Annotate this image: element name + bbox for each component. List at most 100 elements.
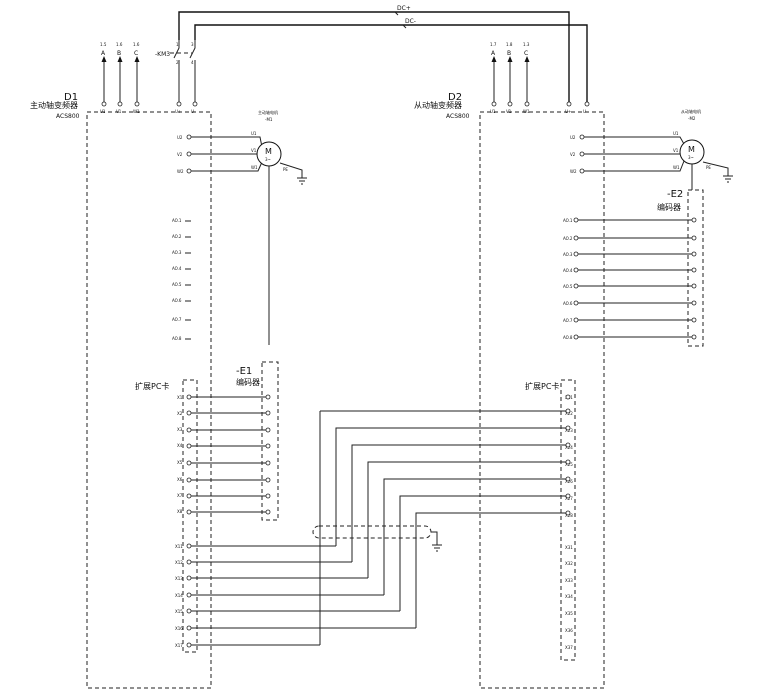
e2-name: 编码器 [657,202,681,212]
d1-dc-minus-term [192,101,198,107]
d2-model: ACS800 [446,113,470,120]
svg-text:AO.7: AO.7 [563,318,573,323]
svg-text:X24: X24 [565,445,573,450]
d2-card: 扩展PC卡 X21 X22 X23 X24 X25 X26 X27 X28 X3… [525,379,576,661]
d1-link-wires [186,410,568,648]
svg-text:U+: U+ [175,109,181,114]
km3-label: -KM3 [155,51,170,58]
d1-phase-a: 1.5 A U1 [100,42,107,114]
d1-card: 扩展PC卡 X1 X2 X3 X4 X5 X6 X7 X8 X11 X12 X1… [135,379,198,653]
svg-text:4: 4 [191,60,194,65]
svg-text:X37: X37 [565,645,573,650]
svg-text:AO.5: AO.5 [563,284,573,289]
svg-text:W1: W1 [523,109,530,114]
svg-text:1.8: 1.8 [506,42,513,47]
d1-io-terms: AO.1 AO.2 AO.3 AO.4 AO.5 AO.6 AO.7 AO.8 [172,218,191,341]
svg-text:X14: X14 [175,593,183,598]
svg-text:U+: U+ [565,109,571,114]
svg-text:V1: V1 [506,109,512,114]
svg-text:1.6: 1.6 [133,42,140,47]
e1-name: 编码器 [236,377,260,387]
svg-text:U1: U1 [673,131,679,136]
svg-text:AO.1: AO.1 [563,218,573,223]
svg-text:W1: W1 [673,165,680,170]
svg-text:1.3: 1.3 [523,42,530,47]
motor-m2: 从动轴电机 -M2 M 3~ U1 V1 W1 PE [673,108,733,190]
svg-text:X17: X17 [175,643,183,648]
svg-text:3~: 3~ [688,155,694,160]
svg-text:W1: W1 [251,165,258,170]
svg-text:AO.6: AO.6 [172,298,182,303]
d1-card-label: 扩展PC卡 [135,381,169,391]
svg-text:X7: X7 [177,493,183,498]
svg-text:1: 1 [176,42,179,47]
svg-text:X3: X3 [177,427,183,432]
svg-text:1.5: 1.5 [100,42,107,47]
svg-text:AO.3: AO.3 [172,250,182,255]
e1-tag: -E1 [236,366,252,377]
svg-text:U1: U1 [100,109,106,114]
svg-text:A: A [491,50,496,57]
inverter-d2: D2 从动轴变频器 ACS800 [414,92,605,689]
svg-text:AO.7: AO.7 [172,317,182,322]
d2-motor-outputs: U2 V2 W2 [570,134,685,174]
svg-text:从动轴电机: 从动轴电机 [681,108,701,114]
svg-text:X1: X1 [177,395,183,400]
svg-text:X15: X15 [175,609,183,614]
svg-text:C: C [524,50,528,57]
svg-text:B: B [117,50,121,57]
svg-text:AO.2: AO.2 [563,236,573,241]
svg-text:3~: 3~ [265,157,271,162]
svg-text:-M1: -M1 [265,117,273,122]
inverter-d1: D1 主动轴变频器 ACS800 [30,92,212,689]
ground-icon [723,175,733,183]
svg-text:主动轴电机: 主动轴电机 [258,109,278,115]
svg-text:3: 3 [191,42,194,47]
svg-text:AO.4: AO.4 [172,266,182,271]
svg-text:-M2: -M2 [688,116,696,121]
svg-text:V1: V1 [251,148,257,153]
svg-text:PE: PE [283,167,288,172]
d2-card-label: 扩展PC卡 [525,381,559,391]
d2-phase-a: 1.7 A U1 [490,42,497,114]
shield-ground-icon [432,544,442,552]
ground-icon [297,177,307,185]
svg-text:X13: X13 [175,576,183,581]
svg-text:AO.1: AO.1 [172,218,182,223]
d2-phase-c: 1.3 C W1 [523,42,530,114]
encoder-e1: -E1 编码器 [186,361,279,521]
svg-text:X8: X8 [177,509,183,514]
d1-phase-c: 1.6 C W1 [133,42,140,114]
contactor-km3: 1 3 2 4 -KM3 [155,40,196,102]
encoder-e2: -E2 编码器 [657,189,704,347]
svg-text:2: 2 [176,60,179,65]
svg-text:U-: U- [583,109,588,114]
d2-io-terms: AO.1 AO.2 AO.3 AO.4 AO.5 AO.6 AO.7 AO.8 [563,217,697,340]
svg-text:X16: X16 [175,626,183,631]
svg-text:X26: X26 [565,479,573,484]
svg-text:AO.2: AO.2 [172,234,182,239]
d1-name: 主动轴变频器 [30,100,78,110]
svg-text:X12: X12 [175,560,183,565]
motor2-symbol: M [688,145,695,154]
svg-text:AO.8: AO.8 [563,335,573,340]
svg-text:X34: X34 [565,594,573,599]
d1-model: ACS800 [56,113,80,120]
svg-text:U1: U1 [251,131,257,136]
svg-text:AO.6: AO.6 [563,301,573,306]
svg-text:V2: V2 [570,152,576,157]
svg-text:X22: X22 [565,411,573,416]
svg-text:X36: X36 [565,628,573,633]
d1-phase-b: 1.6 B V1 [116,42,123,114]
svg-text:V2: V2 [177,152,183,157]
svg-text:X35: X35 [565,611,573,616]
svg-text:U-: U- [191,109,196,114]
svg-text:X4: X4 [177,443,183,448]
svg-text:A: A [101,50,106,57]
dc-minus-label: DC- [405,18,416,25]
svg-text:B: B [507,50,511,57]
svg-text:X32: X32 [565,561,573,566]
svg-text:1.7: 1.7 [490,42,497,47]
svg-text:AO.8: AO.8 [172,336,182,341]
